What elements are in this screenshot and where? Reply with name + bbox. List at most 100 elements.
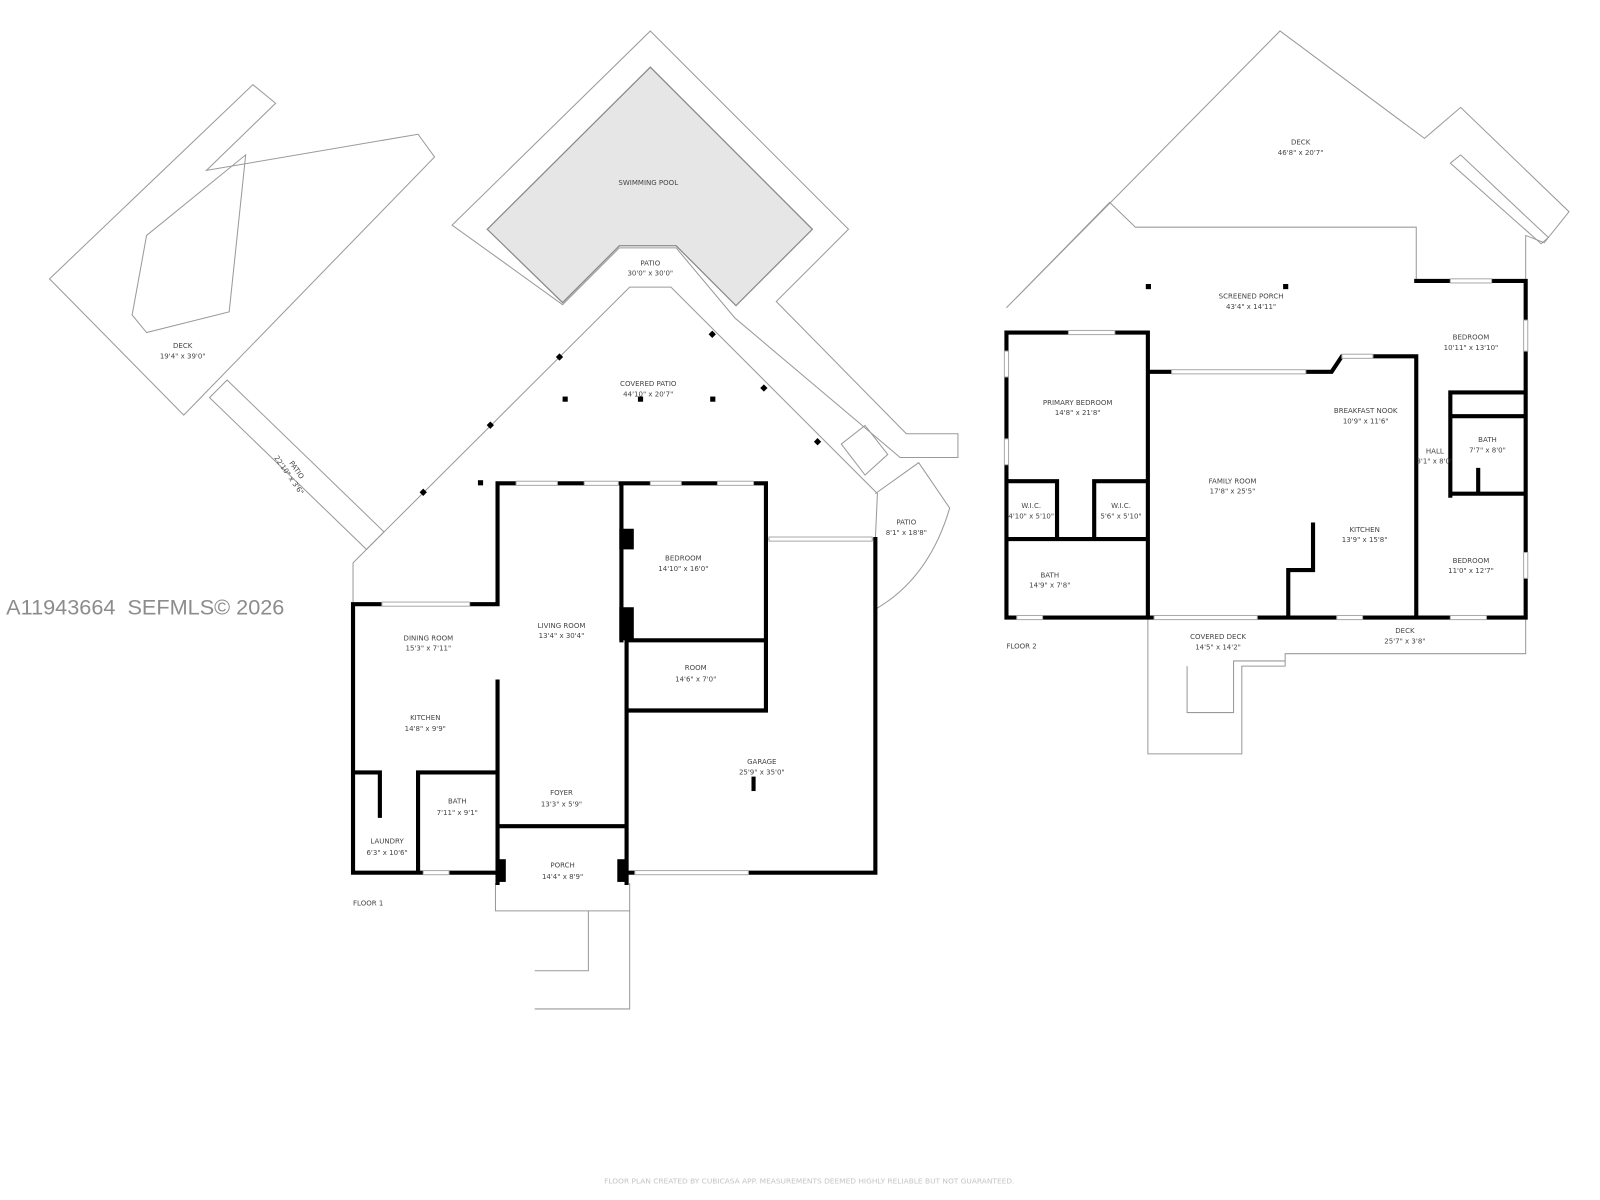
svg-text:PRIMARY BEDROOM: PRIMARY BEDROOM (1043, 398, 1113, 407)
svg-text:PATIO: PATIO (640, 258, 660, 267)
pool-patio-outline (451, 30, 959, 459)
floor1-outdoor (48, 30, 959, 1010)
svg-text:BATH: BATH (448, 796, 467, 805)
svg-text:HALL: HALL (1426, 446, 1444, 455)
svg-text:FOYER: FOYER (550, 788, 573, 797)
svg-text:GARAGE: GARAGE (747, 757, 776, 766)
svg-text:BREAKFAST NOOK: BREAKFAST NOOK (1334, 406, 1398, 415)
svg-text:7'11" x 9'1": 7'11" x 9'1" (437, 808, 478, 817)
room-label-wic-1: W.I.C.4'10" x 5'10" (1008, 501, 1054, 520)
svg-text:LIVING ROOM: LIVING ROOM (538, 621, 586, 630)
floor2-walls (1003, 278, 1529, 621)
svg-text:13'9" x 15'8": 13'9" x 15'8" (1342, 535, 1388, 544)
svg-text:30'0" x 30'0": 30'0" x 30'0" (627, 269, 673, 278)
floor2-label: FLOOR 2 (1006, 642, 1036, 651)
room-label-laundry: LAUNDRY 6'3" x 10'6" (366, 837, 407, 857)
svg-text:14'4" x 8'9": 14'4" x 8'9" (542, 872, 583, 881)
covered-patio-stair (840, 424, 889, 476)
svg-text:DECK: DECK (1395, 626, 1415, 635)
svg-text:COVERED DECK: COVERED DECK (1190, 632, 1246, 641)
covered-deck-outline (1147, 617, 1527, 755)
svg-text:3'1" x 8'0": 3'1" x 8'0" (1416, 457, 1453, 466)
room-label-family-room: FAMILY ROOM 17'8" x 25'5" (1209, 476, 1257, 495)
svg-text:4'10" x 5'10": 4'10" x 5'10" (1008, 511, 1054, 520)
svg-text:44'10" x 20'7": 44'10" x 20'7" (623, 390, 673, 399)
svg-text:14'9" x 7'8": 14'9" x 7'8" (1029, 581, 1070, 590)
svg-text:15'3" x 7'11": 15'3" x 7'11" (406, 644, 452, 653)
svg-text:BEDROOM: BEDROOM (1453, 333, 1490, 342)
room-label-swimming-pool: SWIMMING POOL (618, 178, 678, 187)
room-label-porch: PORCH 14'4" x 8'9" (542, 860, 583, 880)
upper-deck-outline (1006, 30, 1570, 309)
svg-text:BEDROOM: BEDROOM (665, 554, 702, 563)
room-label-primary-bath: BATH 14'9" x 7'8" (1029, 570, 1070, 589)
covered-patio-outline (352, 286, 878, 605)
room-label-wic-2: W.I.C.5'6" x 5'10" (1100, 501, 1141, 520)
svg-text:FAMILY ROOM: FAMILY ROOM (1209, 476, 1257, 485)
svg-text:19'4" x 39'0": 19'4" x 39'0" (160, 351, 206, 360)
svg-text:10'9" x 11'6": 10'9" x 11'6" (1343, 416, 1389, 425)
svg-text:25'9" x 35'0": 25'9" x 35'0" (739, 768, 785, 777)
svg-text:BATH: BATH (1478, 435, 1497, 444)
svg-text:ROOM: ROOM (685, 663, 707, 672)
room-label-bath: BATH 7'11" x 9'1" (437, 796, 478, 816)
right-patio-outline (875, 461, 951, 610)
svg-text:13'3" x 5'9": 13'3" x 5'9" (541, 800, 582, 809)
swimming-pool (486, 66, 814, 307)
porch-step-2 (534, 910, 631, 1010)
svg-text:7'7" x 8'0": 7'7" x 8'0" (1469, 445, 1506, 454)
porch-step-1 (534, 910, 589, 972)
floor1-label: FLOOR 1 (353, 899, 383, 908)
svg-text:14'6" x 7'0": 14'6" x 7'0" (675, 675, 716, 684)
svg-text:14'8" x 21'8": 14'8" x 21'8" (1055, 408, 1101, 417)
column-markers (419, 330, 822, 792)
svg-text:17'8" x 25'5": 17'8" x 25'5" (1210, 487, 1256, 496)
room-label-screened-porch: SCREENED PORCH 43'4" x 14'11" (1219, 291, 1284, 310)
svg-text:10'11" x 13'10": 10'11" x 13'10" (1444, 343, 1499, 352)
svg-text:W.I.C.: W.I.C. (1021, 501, 1041, 510)
room-label-room: ROOM 14'6" x 7'0" (675, 663, 716, 683)
deck-outline (48, 83, 436, 416)
svg-text:46'8" x 20'7": 46'8" x 20'7" (1278, 148, 1324, 157)
svg-text:PATIO: PATIO (896, 518, 916, 527)
svg-text:LAUNDRY: LAUNDRY (370, 837, 404, 846)
svg-text:DECK: DECK (173, 341, 193, 350)
svg-text:COVERED PATIO: COVERED PATIO (620, 379, 677, 388)
svg-text:11'0" x 12'7": 11'0" x 12'7" (1448, 566, 1494, 575)
svg-text:6'3" x 10'6": 6'3" x 10'6" (366, 848, 407, 857)
svg-text:14'10" x 16'0": 14'10" x 16'0" (658, 564, 708, 573)
mls-watermark: A11943664 SEFMLS© 2026 (6, 594, 284, 619)
porch-steps (494, 882, 631, 912)
room-label-foyer: FOYER 13'3" x 5'9" (541, 788, 582, 808)
svg-text:BEDROOM: BEDROOM (1453, 556, 1490, 565)
svg-text:43'4" x 14'11": 43'4" x 14'11" (1226, 302, 1276, 311)
svg-text:SCREENED PORCH: SCREENED PORCH (1219, 291, 1284, 300)
footer-disclaimer: FLOOR PLAN CREATED BY CUBICASA APP. MEAS… (604, 1176, 1014, 1185)
svg-text:25'7" x 3'8": 25'7" x 3'8" (1384, 636, 1425, 645)
svg-text:KITCHEN: KITCHEN (1349, 525, 1379, 534)
covered-deck-inner (1186, 660, 1286, 714)
room-label-patio: PATIO 30'0" x 30'0" (627, 258, 673, 277)
svg-text:8'1" x 18'8": 8'1" x 18'8" (886, 528, 927, 537)
svg-text:PORCH: PORCH (550, 860, 574, 869)
svg-text:13'4" x 30'4": 13'4" x 30'4" (539, 631, 585, 640)
svg-text:BATH: BATH (1040, 570, 1059, 579)
svg-text:DINING ROOM: DINING ROOM (404, 633, 454, 642)
svg-text:SWIMMING POOL: SWIMMING POOL (618, 178, 678, 187)
svg-text:KITCHEN: KITCHEN (410, 713, 440, 722)
room-label-hall: HALL 3'1" x 8'0" (1416, 446, 1453, 465)
